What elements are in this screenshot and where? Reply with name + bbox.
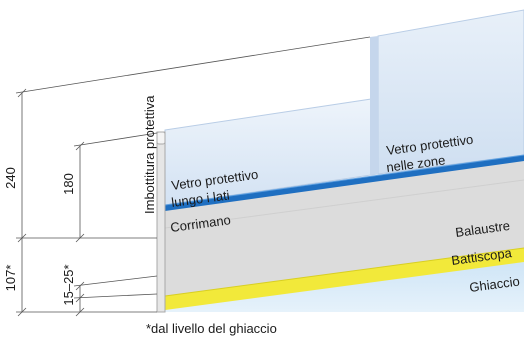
label-padding: Imbottitura protettiva [142,95,157,214]
footnote: *dal livello del ghiaccio [146,321,277,336]
skirting-board [165,248,524,310]
label-ice: Ghiaccio [468,274,520,295]
label-balustrade: Balaustre [454,218,510,240]
glass-panel-zone-edge [370,36,378,175]
dim-107: 107* [3,265,18,292]
protective-padding-post [156,131,166,313]
dim-240: 240 [3,167,18,189]
dim-180: 180 [61,173,76,195]
handrail [165,155,524,211]
dimension-lines [15,36,371,317]
dim-15-25: 15–25* [61,264,76,305]
ice-surface [165,262,524,312]
balustrade-panel [165,160,524,296]
